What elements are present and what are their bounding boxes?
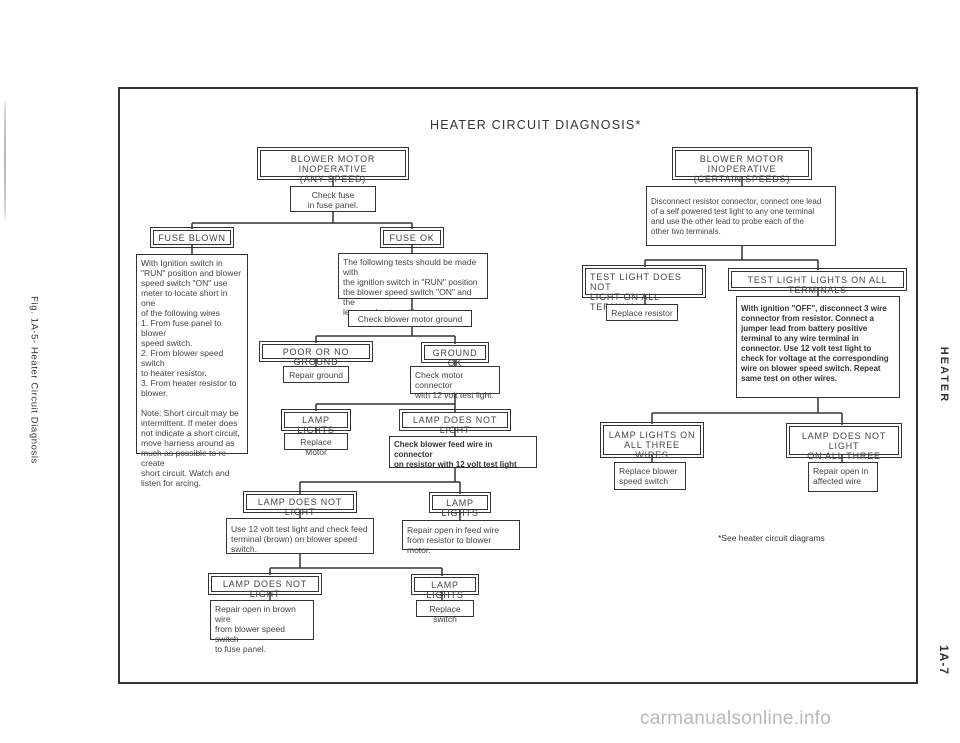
ignition-off-instructions-box: With ignition "OFF", disconnect 3 wire c…: [736, 296, 900, 398]
fuse-blown-box: FUSE BLOWN: [150, 227, 234, 248]
repair-feed-wire-box: Repair open in feed wire from resistor t…: [402, 520, 520, 555]
fuse-ok-instructions-box: The following tests should be made with …: [338, 253, 488, 317]
lamp-lights-2-box: LAMP LIGHTS: [429, 492, 491, 518]
use-test-light-box: Use 12 volt test light and check feed te…: [226, 518, 374, 554]
blower-inoperative-any-speed-box: BLOWER MOTOR INOPERATIVE (ANY SPEED): [257, 147, 409, 184]
repair-affected-wire-box: Repair open in affected wire: [808, 462, 878, 492]
lamp-lights-1-box: LAMP LIGHTS: [281, 409, 351, 435]
fuse-ok-box: FUSE OK: [380, 227, 444, 248]
check-ground-box: Check blower motor ground: [348, 310, 472, 327]
repair-brown-wire-box: Repair open in brown wire from blower sp…: [210, 600, 314, 654]
scan-edge-mark: [4, 100, 6, 220]
lamp-not-lit-2-box: LAMP DOES NOT LIGHT: [243, 491, 357, 517]
test-light-lights-all-box: TEST LIGHT LIGHTS ON ALL TERMINALS: [728, 268, 907, 295]
lamp-not-three-wires-box: LAMP DOES NOT LIGHT ON ALL THREE WIRES: [786, 423, 902, 471]
repair-ground-box: Repair ground: [283, 366, 349, 383]
page-number: 1A-7: [937, 644, 951, 676]
blower-inoperative-certain-speeds-box: BLOWER MOTOR INOPERATIVE (CERTAIN SPEEDS…: [672, 147, 812, 184]
replace-blower-switch-box: Replace blower speed switch: [614, 462, 686, 490]
replace-resistor-box: Replace resistor: [606, 304, 678, 321]
lamp-on-three-wires-box: LAMP LIGHTS ON ALL THREE WIRES: [600, 422, 704, 460]
replace-switch-box: Replace switch: [416, 600, 474, 624]
check-motor-connector-box: Check motor connector with 12 volt test …: [410, 366, 500, 400]
poor-ground-box: POOR OR NO GROUND: [259, 341, 373, 367]
figure-caption: Fig. 1A-5- Heater Circuit Diagnosis: [28, 296, 40, 464]
diagram-frame: [118, 87, 918, 684]
fuse-blown-instructions-box: With Ignition switch in "RUN" position a…: [136, 254, 248, 488]
lamp-lights-3-box: LAMP LIGHTS: [411, 574, 479, 600]
disconnect-resistor-box: Disconnect resistor connector, connect o…: [646, 186, 836, 246]
watermark: carmanualsonline.info: [640, 708, 832, 729]
diagram-title: HEATER CIRCUIT DIAGNOSIS*: [430, 118, 642, 132]
section-label: HEATER: [938, 346, 950, 404]
footnote: *See heater circuit diagrams: [718, 533, 825, 543]
lamp-not-lit-3-box: LAMP DOES NOT LIGHT: [208, 573, 322, 599]
check-feed-wire-box: Check blower feed wire in connector on r…: [389, 436, 537, 469]
check-fuse-box: Check fuse in fuse panel.: [290, 186, 376, 212]
replace-motor-box: Replace Motor: [284, 433, 348, 457]
test-light-not-lit-box: TEST LIGHT DOES NOT LIGHT ON ALL TERMINA…: [582, 265, 706, 312]
ground-ok-box: GROUND OK: [421, 342, 489, 368]
lamp-not-lit-1-box: LAMP DOES NOT LIGHT: [399, 409, 511, 435]
